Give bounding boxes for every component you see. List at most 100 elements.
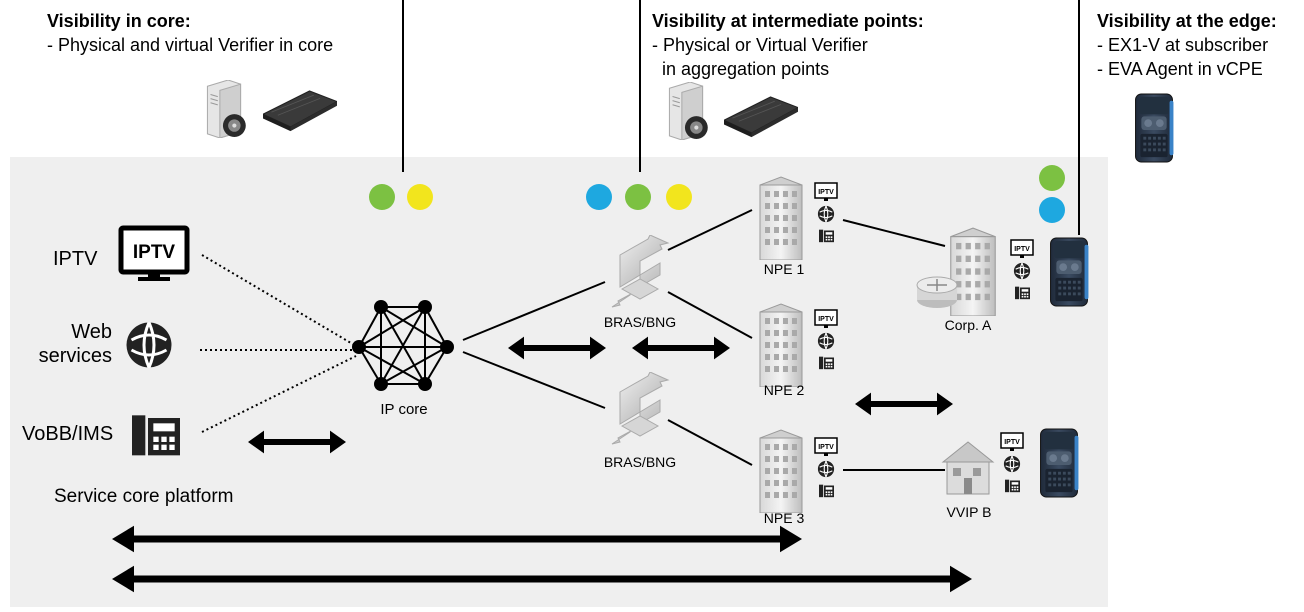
npe3-phone-icon: [819, 484, 834, 498]
iptv-stand: [148, 272, 160, 278]
link-bras1-npe1: [667, 209, 753, 251]
mini-tv-stand: [824, 453, 828, 456]
ip-core-mesh-edge: [358, 346, 382, 385]
mini-tv-label: IPTV: [1014, 246, 1030, 253]
mini-tv-label: IPTV: [818, 444, 834, 451]
corp-a-globe-icon: [1013, 262, 1031, 280]
iptv-base: [138, 277, 170, 281]
mini-tv-label: IPTV: [818, 189, 834, 196]
header-intermediate-line-2: in aggregation points: [652, 59, 830, 79]
ip-core-mesh-edge: [380, 346, 448, 385]
web-label-line-1: Web: [71, 321, 112, 343]
intermediate-rack-icon: [724, 96, 798, 138]
edge-dot-green: [1039, 165, 1065, 191]
corp-a-tv-icon: IPTV: [1010, 239, 1034, 258]
arrow-core-bras: [508, 336, 606, 360]
house-door: [964, 478, 972, 494]
header-intermediate: Visibility at intermediate points: - Phy…: [652, 9, 924, 81]
ip-core-label: IP core: [380, 401, 427, 418]
service-core-platform-label: Service core platform: [54, 486, 234, 507]
mini-tv-stand: [824, 325, 828, 328]
bras1-label: BRAS/BNG: [604, 314, 676, 330]
npe2-label: NPE 2: [764, 382, 805, 398]
link-bras2-npe3: [667, 419, 753, 466]
core-dot-yellow: [407, 184, 433, 210]
bras2-label: BRAS/BNG: [604, 454, 676, 470]
iptv-icon: IPTV: [118, 225, 190, 281]
edge-header-device-icon: [1135, 93, 1174, 163]
ip-core-mesh-edge: [424, 346, 448, 385]
corp-a-router-icon: [916, 276, 958, 308]
npe1-phone-icon: [819, 229, 834, 243]
intermediate-dot-green: [625, 184, 651, 210]
intermediate-dot-blue: [586, 184, 612, 210]
arrow-bras-npe: [632, 336, 730, 360]
corp-a-phone-icon: [1015, 286, 1030, 300]
vobb-phone-icon: [132, 415, 180, 456]
arrow-platform-customer: [112, 565, 972, 593]
npe2-tv-icon: IPTV: [814, 309, 838, 328]
corp-a-label: Corp. A: [945, 317, 992, 333]
mini-tv-stand: [1020, 255, 1024, 258]
npe1-label: NPE 1: [764, 261, 805, 277]
intermediate-dot-yellow: [666, 184, 692, 210]
web-label-line-2: services: [39, 345, 112, 367]
mini-tv-stand: [1010, 448, 1014, 451]
link-core-bras2: [462, 351, 606, 409]
router-arrows: [927, 279, 947, 291]
npe3-label: NPE 3: [764, 510, 805, 526]
house-window: [953, 468, 961, 476]
header-intermediate-line-1: - Physical or Virtual Verifier: [652, 35, 868, 55]
iptv-label: IPTV: [53, 248, 98, 270]
vvip-b-label: VVIP B: [947, 504, 992, 520]
core-rack-icon: [263, 90, 337, 132]
vvip-b-globe-icon: [1003, 455, 1021, 473]
npe1-building-icon: [759, 176, 803, 260]
header-core-line-1: - Physical and virtual Verifier in core: [47, 35, 334, 55]
vobb-label: VoBB/IMS: [22, 423, 113, 445]
npe3-tv-icon: IPTV: [814, 437, 838, 456]
ip-core-mesh-edge: [358, 306, 382, 348]
link-npe1-corp: [842, 219, 946, 247]
vvip-b-tv-icon: IPTV: [1000, 432, 1024, 451]
npe2-phone-icon: [819, 356, 834, 370]
vvip-b-phone-icon: [1005, 479, 1020, 493]
arrow-npe-customer: [855, 392, 953, 416]
npe1-tv-icon: IPTV: [814, 182, 838, 201]
npe3-globe-icon: [817, 460, 835, 478]
ip-core-mesh-node: [418, 377, 432, 391]
ip-core-mesh-node: [374, 377, 388, 391]
link-bras1-npe2: [667, 291, 753, 339]
vvip-b-edge-device-icon: [1039, 428, 1079, 498]
intermediate-server-icon: [668, 82, 709, 140]
mini-tv-label: IPTV: [818, 316, 834, 323]
npe3-building-icon: [759, 429, 803, 513]
ip-core-mesh-node: [440, 340, 454, 354]
core-server-icon: [206, 80, 247, 138]
house-window: [973, 468, 981, 476]
iptv-screen-text: IPTV: [133, 242, 176, 263]
mini-tv-stand: [824, 198, 828, 201]
corp-a-edge-device-icon: [1049, 237, 1089, 307]
corp-a-building-icon: [950, 227, 996, 316]
service-zone-background: [10, 157, 1108, 607]
web-services-globe-icon: [125, 321, 173, 369]
edge-dot-blue: [1039, 197, 1065, 223]
header-edge: Visibility at the edge: - EX1-V at subsc…: [1097, 9, 1277, 81]
header-edge-line-2: - EVA Agent in vCPE: [1097, 59, 1263, 79]
link-core-bras1: [462, 281, 606, 341]
arrow-platform-npe: [112, 525, 802, 553]
ip-core-mesh-node: [374, 300, 388, 314]
ip-core-mesh-node: [352, 340, 366, 354]
mini-tv-label: IPTV: [1004, 439, 1020, 446]
npe1-globe-icon: [817, 205, 835, 223]
vvip-b-house-icon: [941, 441, 995, 495]
arrow-service-core: [248, 430, 346, 454]
header-core-title: Visibility in core:: [47, 11, 191, 31]
header-edge-line-1: - EX1-V at subscriber: [1097, 35, 1269, 55]
dotted-vobb-link: [201, 355, 357, 433]
ip-core-mesh-edge: [380, 306, 426, 385]
npe2-globe-icon: [817, 332, 835, 350]
